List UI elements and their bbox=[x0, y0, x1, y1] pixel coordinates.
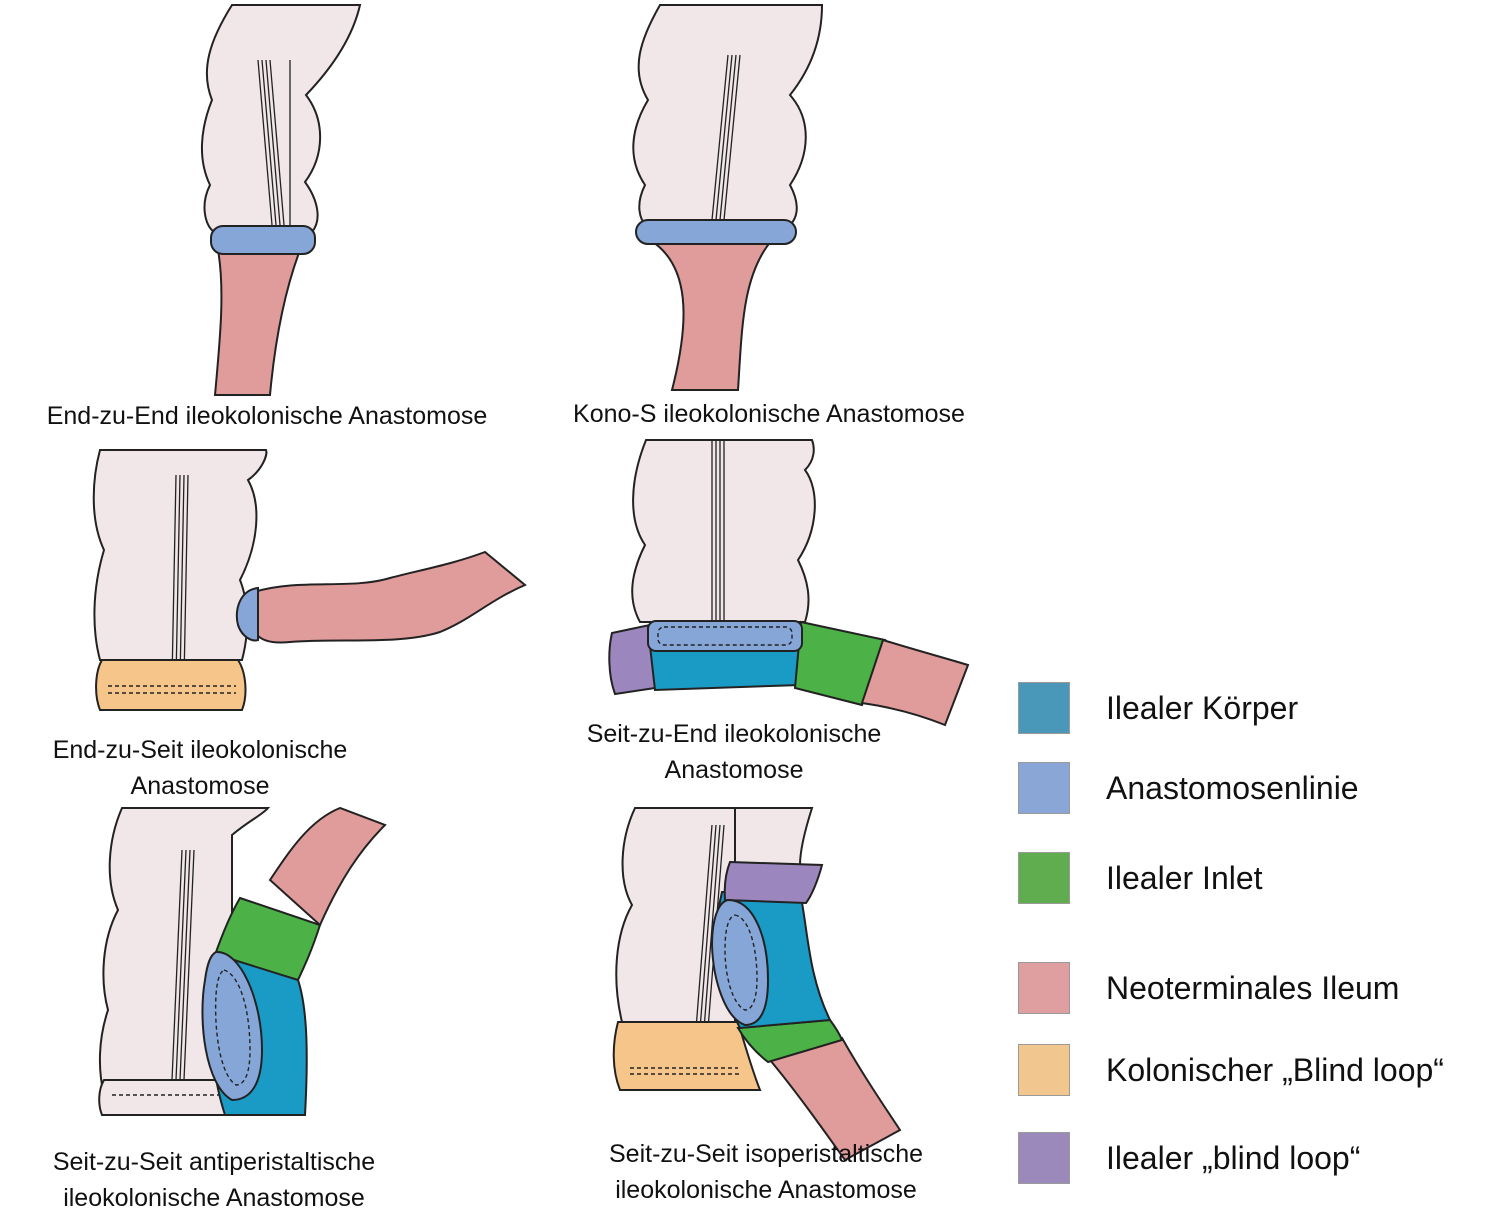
caption-line: Kono-S ileokolonische Anastomose bbox=[535, 396, 1003, 432]
legend-label: Ilealer Inlet bbox=[1106, 860, 1263, 897]
panel-end-to-end bbox=[202, 5, 360, 395]
neoterminal-ileum bbox=[650, 240, 772, 390]
caption-end-to-end: End-zu-End ileokolonische Anastomose bbox=[8, 398, 526, 434]
ileal-blind-loop-swatch-icon bbox=[1018, 1132, 1070, 1184]
anastomosis-line bbox=[648, 621, 802, 651]
legend-item-ileal-inlet: Ilealer Inlet bbox=[1018, 850, 1263, 906]
colonic-blind-loop-swatch-icon bbox=[1018, 1044, 1070, 1096]
caption-line: Anastomose bbox=[10, 768, 390, 804]
legend-item-neoterminal-ileum: Neoterminales Ileum bbox=[1018, 960, 1399, 1016]
caption-line: End-zu-End ileokolonische Anastomose bbox=[8, 398, 526, 434]
colonic-blind-loop bbox=[96, 660, 245, 710]
ileal-inlet-swatch-icon bbox=[1018, 852, 1070, 904]
caption-side-to-side-anti: Seit-zu-Seit antiperistaltische ileokolo… bbox=[12, 1144, 416, 1216]
colon bbox=[633, 5, 822, 225]
panel-side-to-end bbox=[609, 440, 968, 725]
legend-label: Ilealer „blind loop“ bbox=[1106, 1140, 1360, 1177]
caption-line: ileokolonische Anastomose bbox=[12, 1180, 416, 1216]
neoterminal-ileum-swatch-icon bbox=[1018, 962, 1070, 1014]
neoterminal-ileum bbox=[254, 552, 525, 643]
colonic-blind-loop bbox=[614, 1022, 760, 1090]
legend-item-colonic-blind-loop: Kolonischer „Blind loop“ bbox=[1018, 1042, 1444, 1098]
neoterminal-ileum bbox=[862, 640, 968, 725]
panel-side-to-side-iso bbox=[614, 808, 900, 1160]
panel-kono-s bbox=[633, 5, 822, 390]
ileal-body-swatch-icon bbox=[1018, 682, 1070, 734]
legend-item-ileal-body: Ilealer Körper bbox=[1018, 680, 1298, 736]
panel-end-to-side bbox=[94, 450, 525, 710]
ileal-blind-loop bbox=[725, 862, 822, 903]
caption-line: Seit-zu-End ileokolonische bbox=[548, 716, 920, 752]
anastomosis-line bbox=[211, 226, 315, 254]
legend-label: Neoterminales Ileum bbox=[1106, 970, 1399, 1007]
neoterminal-ileum bbox=[270, 808, 385, 925]
caption-end-to-side: End-zu-Seit ileokolonische Anastomose bbox=[10, 732, 390, 804]
legend-item-ileal-blind-loop: Ilealer „blind loop“ bbox=[1018, 1130, 1360, 1186]
colonic-blind-loop bbox=[99, 1080, 232, 1115]
legend-label: Anastomosenlinie bbox=[1106, 770, 1359, 807]
legend-item-anastomosis-line: Anastomosenlinie bbox=[1018, 760, 1359, 816]
caption-line: Anastomose bbox=[548, 752, 920, 788]
legend-label: Ilealer Körper bbox=[1106, 690, 1298, 727]
caption-line: ileokolonische Anastomose bbox=[568, 1172, 964, 1208]
caption-line: Seit-zu-Seit isoperistaltische bbox=[568, 1136, 964, 1172]
legend-label: Kolonischer „Blind loop“ bbox=[1106, 1052, 1444, 1089]
colon bbox=[202, 5, 360, 232]
caption-line: Seit-zu-Seit antiperistaltische bbox=[12, 1144, 416, 1180]
caption-kono-s: Kono-S ileokolonische Anastomose bbox=[535, 396, 1003, 432]
caption-side-to-side-iso: Seit-zu-Seit isoperistaltische ileokolon… bbox=[568, 1136, 964, 1208]
anastomosis-line-swatch-icon bbox=[1018, 762, 1070, 814]
neoterminal-ileum bbox=[215, 250, 300, 395]
panel-side-to-side-anti bbox=[99, 808, 385, 1115]
caption-side-to-end: Seit-zu-End ileokolonische Anastomose bbox=[548, 716, 920, 788]
anastomosis-line bbox=[636, 220, 796, 244]
caption-line: End-zu-Seit ileokolonische bbox=[10, 732, 390, 768]
